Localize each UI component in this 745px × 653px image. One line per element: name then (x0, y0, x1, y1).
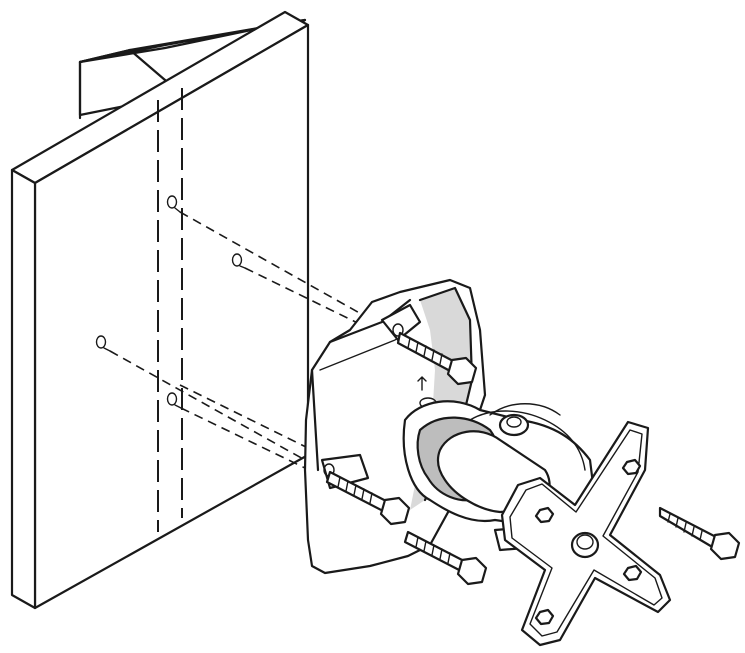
vesa-plate (500, 420, 672, 647)
wall-panel (10, 10, 373, 610)
pilot-hole (231, 253, 246, 269)
lag-screw (396, 331, 478, 386)
lag-screw (403, 530, 488, 586)
pilot-hole (166, 392, 182, 409)
mounting-screw (658, 506, 741, 561)
pilot-hole (95, 335, 111, 352)
pilot-hole (166, 195, 181, 213)
lag-screw (325, 470, 411, 526)
